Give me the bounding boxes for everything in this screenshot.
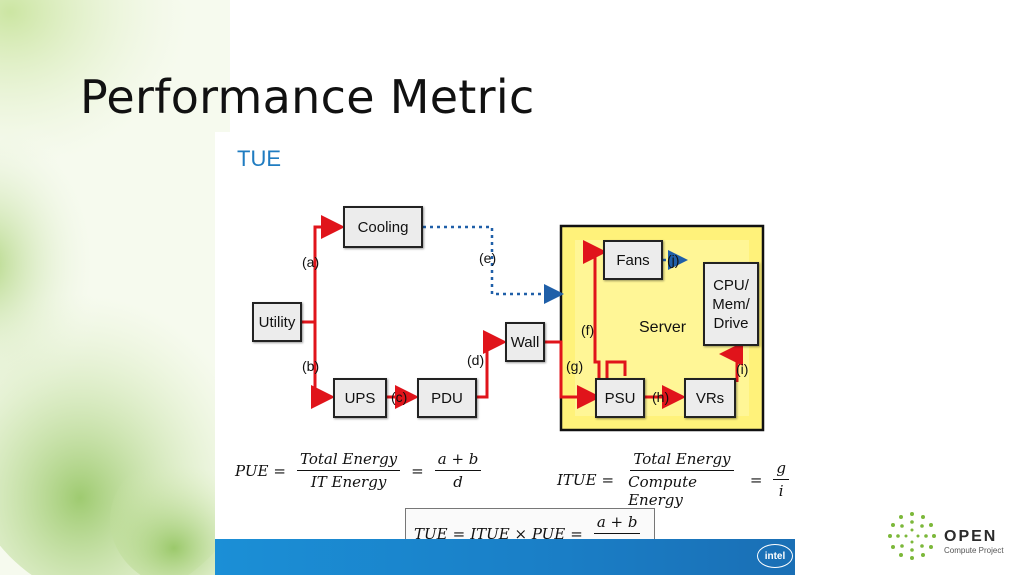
cpu-mem-drive-node: CPU/ Mem/ Drive — [703, 262, 759, 346]
itue-den2: i — [778, 482, 784, 500]
edge-label-i: (i) — [736, 361, 749, 377]
edge-label-e: (e) — [479, 250, 497, 266]
fans-node: Fans — [603, 240, 663, 280]
edge-label-a: (a) — [302, 254, 320, 270]
ups-node: UPS — [333, 378, 387, 418]
utility-node: Utility — [252, 302, 302, 342]
vrs-node: VRs — [684, 378, 736, 418]
pue-den: IT Energy — [310, 473, 387, 491]
itue-num2: g — [773, 459, 789, 480]
ocp-logo: OPEN Compute Project — [886, 510, 1006, 562]
pue-num: Total Energy — [297, 450, 401, 471]
tue-lhs: TUE — [414, 524, 448, 543]
slide-title: Performance Metric — [80, 70, 535, 124]
pue-num2: a + b — [434, 450, 482, 471]
edge-label-f: (f) — [581, 322, 595, 338]
tue-num: a + b — [593, 513, 641, 534]
ocp-logo-text: OPEN — [944, 528, 998, 545]
edge-label-d: (d) — [467, 352, 485, 368]
itue-lhs: ITUE — [557, 470, 597, 489]
edge-label-h: (h) — [652, 389, 670, 405]
cooling-lines — [423, 225, 688, 304]
psu-node: PSU — [595, 378, 645, 418]
pdu-node: PDU — [417, 378, 477, 418]
itue-den: Compute Energy — [628, 473, 698, 509]
background-wash — [0, 0, 230, 575]
itue-num: Total Energy — [630, 450, 734, 471]
wall-node: Wall — [505, 322, 545, 362]
edge-label-c: (c) — [391, 389, 408, 405]
figure-subtitle: TUE — [237, 146, 281, 171]
ocp-logo-subtext: Compute Project — [944, 546, 1004, 555]
edge-label-g: (g) — [566, 358, 584, 374]
intel-logo: intel — [757, 544, 793, 568]
ocp-dots-icon — [888, 512, 936, 560]
tue-rhs: ITUE × PUE — [470, 524, 566, 543]
edge-label-j: (j) — [667, 252, 680, 268]
cooling-node: Cooling — [343, 206, 423, 248]
pue-den2: d — [453, 473, 463, 491]
pue-lhs: PUE — [235, 461, 269, 480]
server-label: Server — [639, 319, 687, 336]
power-lines — [300, 215, 743, 409]
edge-label-b: (b) — [302, 358, 320, 374]
tue-figure: TUE Utility C — [215, 132, 795, 575]
figure-footer-band: intel — [215, 539, 795, 575]
